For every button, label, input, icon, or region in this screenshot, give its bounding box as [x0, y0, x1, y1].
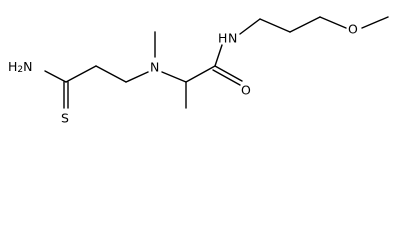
amide-nh2-h: H	[8, 59, 17, 74]
amide-nh-h-label: H	[218, 31, 227, 46]
carbonyl-oxygen-label: O	[241, 83, 251, 98]
bond-ccarbonyl-nh	[214, 44, 223, 67]
structure-diagram: H2N S N H N O O	[8, 16, 389, 126]
bond-o-methyl	[361, 16, 389, 29]
bond-ch2b-n	[125, 71, 149, 83]
bond-ch2d-ch2e	[289, 16, 321, 33]
thione-sulfur-label: S	[61, 111, 69, 126]
atom-labels: H2N S N H N O O	[8, 22, 358, 126]
bond-ch2c-ch2d	[259, 18, 291, 33]
bond-ccarbonyl-o-2	[212, 69, 241, 86]
bond-ccarbonyl-o-1	[214, 65, 243, 82]
amide-nh2-subscript: 2	[17, 65, 23, 75]
bond-nh-ch2c	[239, 18, 261, 35]
bond-cthio-ch2a	[65, 65, 97, 83]
amide-nh-n-label: N	[228, 31, 237, 46]
bond-ch2a-ch2b	[95, 65, 127, 83]
ether-oxygen-label: O	[348, 22, 358, 37]
tertiary-amine-n-label: N	[150, 60, 159, 75]
bond-ch2e-o	[319, 16, 347, 29]
bond-calpha-ccarbonyl	[185, 65, 216, 83]
bond-nh2-cthio	[44, 70, 67, 83]
amide-nh2-n: N	[23, 59, 32, 74]
bond-n-calpha	[161, 71, 187, 83]
amide-nh2-label: H2N	[8, 59, 33, 76]
bonds	[44, 16, 389, 109]
